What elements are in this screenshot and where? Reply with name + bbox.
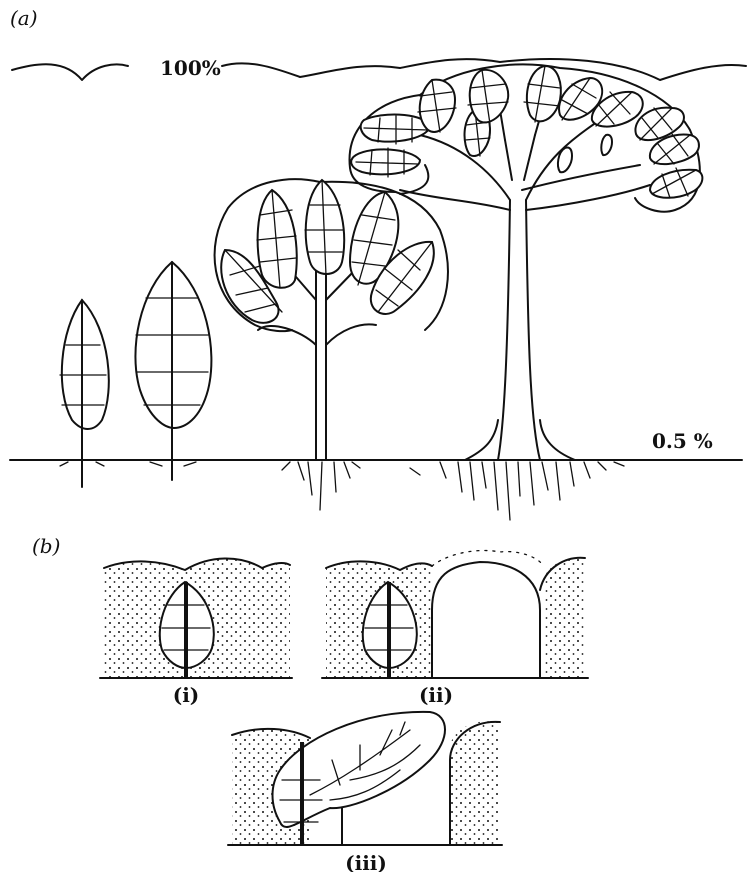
sub-label-iii: (iii) bbox=[345, 851, 387, 872]
canopy-top-line bbox=[12, 59, 746, 80]
seedling-1 bbox=[60, 300, 109, 487]
sub-label-i: (i) bbox=[173, 683, 200, 707]
light-bottom-label: 0.5 % bbox=[652, 429, 713, 453]
scene-ii-gap: (ii) bbox=[322, 551, 588, 707]
sub-label-ii: (ii) bbox=[419, 683, 453, 707]
light-top-label: 100% bbox=[160, 56, 221, 80]
scene-iii-release: (iii) bbox=[228, 712, 502, 872]
panel-a-label: (a) bbox=[10, 6, 38, 30]
panel-b-label: (b) bbox=[32, 534, 60, 558]
scene-i-closed-canopy: (i) bbox=[100, 558, 292, 707]
sapling bbox=[135, 262, 211, 480]
panel-a: (a) 100% 0.5 % bbox=[10, 6, 746, 520]
panel-b: (b) (i) (ii) bbox=[32, 534, 588, 872]
